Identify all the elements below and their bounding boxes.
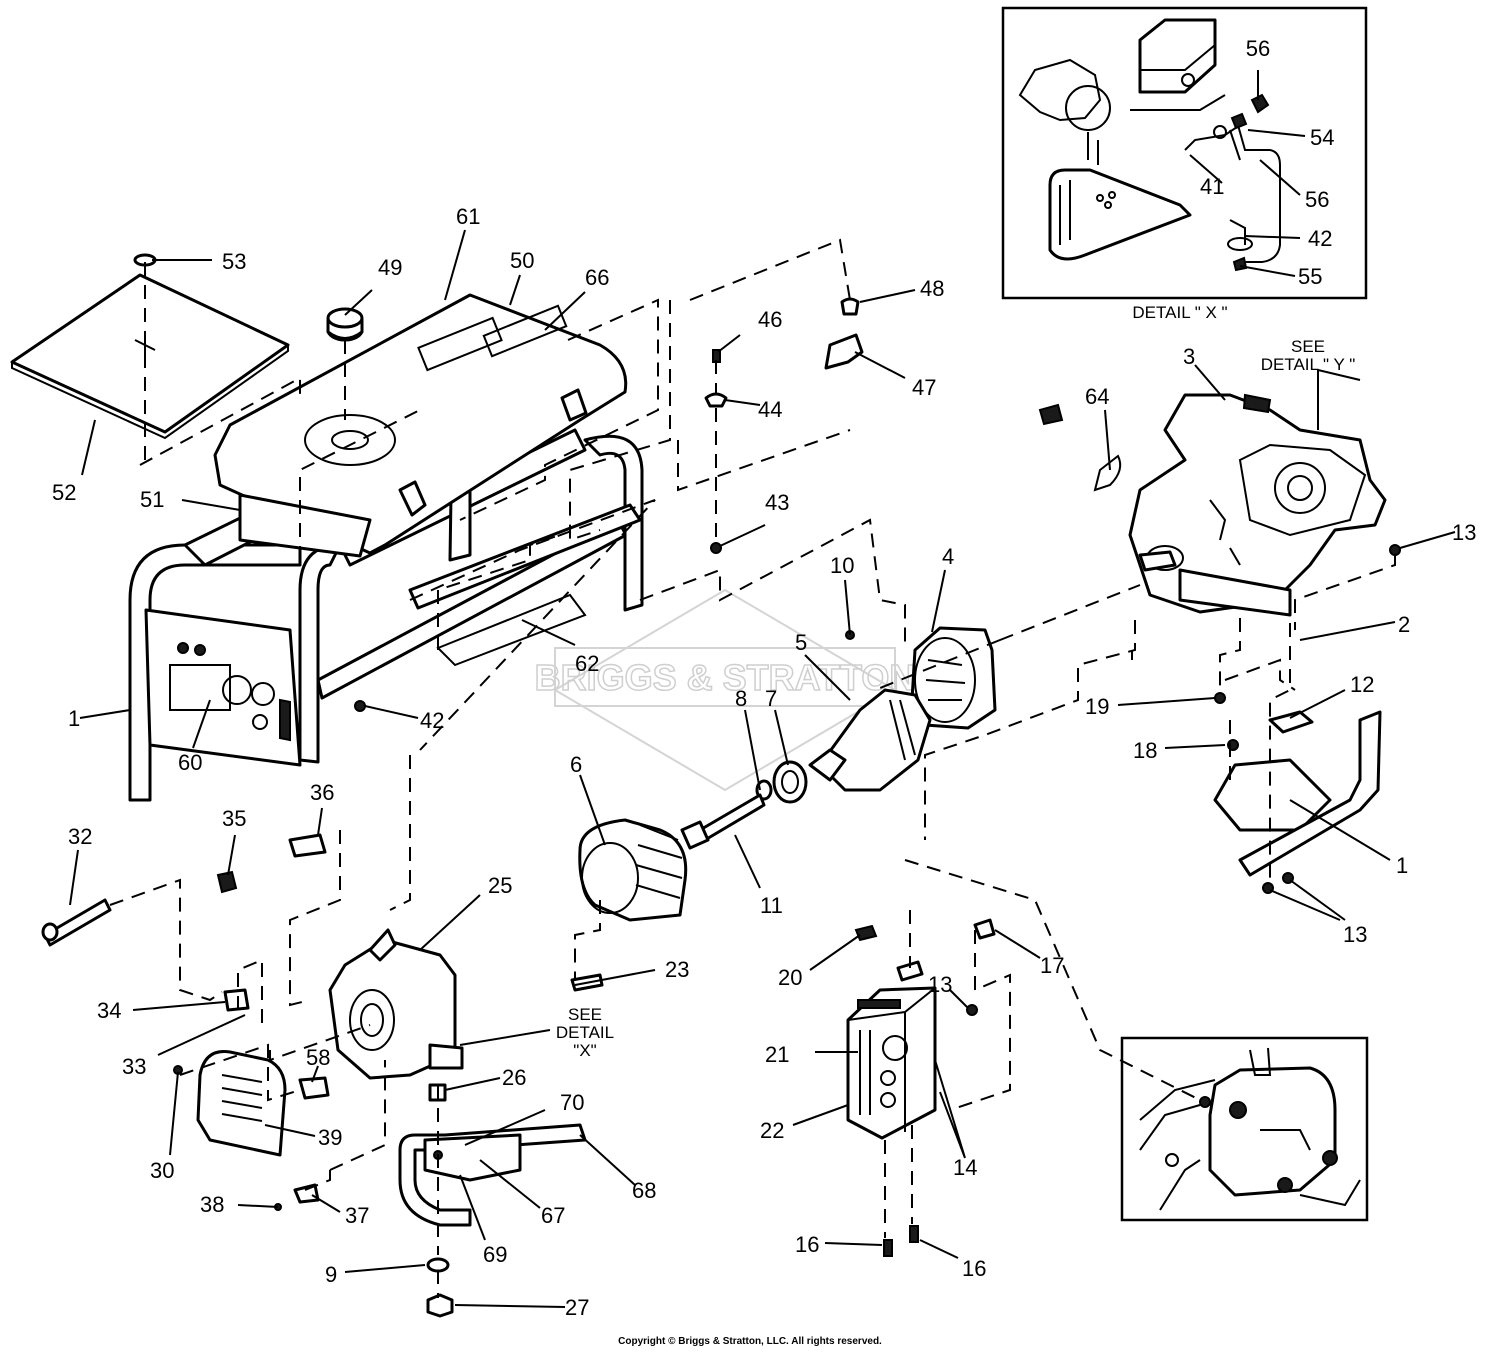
see-detail-x-line2: DETAIL: [556, 1023, 614, 1042]
detail-x-title: DETAIL " X ": [1132, 303, 1227, 322]
callout-33: 33: [122, 1054, 146, 1079]
callout-68: 68: [632, 1178, 656, 1203]
callout-14: 14: [953, 1155, 977, 1180]
detail-x-inset: 56 54 41 56 42 55 DETAIL " X ": [1001, 6, 1368, 322]
callout-27: 27: [565, 1295, 589, 1320]
callout-56-top: 56: [1246, 36, 1270, 61]
callout-42: 42: [420, 708, 444, 733]
callout-32: 32: [68, 824, 92, 849]
callout-6: 6: [570, 752, 582, 777]
callouts: 53 49 61 50 66 52 51 48 46 44 47 43 10 4…: [52, 204, 1476, 1320]
detail-y-inset: [1120, 1036, 1369, 1222]
callout-61: 61: [456, 204, 480, 229]
see-detail-y-line1: SEE: [1291, 337, 1325, 356]
callout-5: 5: [795, 630, 807, 655]
callout-64: 64: [1085, 384, 1109, 409]
decal-64: [1093, 454, 1122, 492]
callout-50: 50: [510, 248, 534, 273]
watermark-text: BRIGGS & STRATTON: [535, 657, 916, 698]
see-detail-x-note: SEE DETAIL "X": [556, 1005, 614, 1060]
copyright-notice: Copyright © Briggs & Stratton, LLC. All …: [618, 1336, 882, 1347]
tray-panel: [10, 253, 290, 440]
callout-20: 20: [778, 965, 802, 990]
callout-1-right: 1: [1396, 853, 1408, 878]
callout-44: 44: [758, 397, 782, 422]
callout-43: 43: [765, 490, 789, 515]
callout-25: 25: [488, 873, 512, 898]
callout-55: 55: [1298, 264, 1322, 289]
callout-53: 53: [222, 249, 246, 274]
callout-60: 60: [178, 750, 202, 775]
mounting-bracket: [398, 1083, 587, 1227]
callout-30: 30: [150, 1158, 174, 1183]
callout-4: 4: [942, 544, 954, 569]
callout-37: 37: [345, 1203, 369, 1228]
callout-70: 70: [560, 1090, 584, 1115]
brand-watermark: BRIGGS & STRATTON: [534, 588, 916, 792]
callout-39: 39: [318, 1125, 342, 1150]
callout-23: 23: [665, 957, 689, 982]
callout-52: 52: [52, 480, 76, 505]
see-detail-x-line3: "X": [573, 1041, 596, 1060]
callout-66: 66: [585, 265, 609, 290]
callout-13-top: 13: [1452, 520, 1476, 545]
callout-34: 34: [97, 998, 121, 1023]
fuel-tank: [213, 293, 628, 558]
callout-12: 12: [1350, 672, 1374, 697]
callout-18: 18: [1133, 738, 1157, 763]
callout-10: 10: [830, 553, 854, 578]
callout-54: 54: [1310, 125, 1334, 150]
see-detail-y-line2: DETAIL " Y ": [1261, 355, 1356, 374]
assembly-dashed-lines: [109, 238, 1396, 1298]
alternator-parts: [578, 626, 997, 922]
leader-lines: [69, 229, 1456, 1308]
callout-41: 41: [1200, 174, 1224, 199]
callout-26: 26: [502, 1065, 526, 1090]
callout-16-right: 16: [962, 1256, 986, 1281]
callout-36: 36: [310, 780, 334, 805]
callout-22: 22: [760, 1118, 784, 1143]
fuel-cap: [326, 307, 364, 342]
rear-bearing-carrier: [328, 928, 464, 1080]
callout-69: 69: [483, 1242, 507, 1267]
callout-3: 3: [1183, 344, 1195, 369]
base-frame-right: [1213, 710, 1382, 877]
see-detail-y-note: SEE DETAIL " Y ": [1261, 337, 1356, 374]
see-detail-x-line1: SEE: [568, 1005, 602, 1024]
callout-58: 58: [306, 1045, 330, 1070]
hardware: [41, 297, 1401, 1318]
callout-7: 7: [765, 686, 777, 711]
callout-38: 38: [200, 1192, 224, 1217]
decal-62: [436, 593, 587, 667]
callout-47: 47: [912, 375, 936, 400]
callout-11: 11: [760, 893, 783, 918]
callout-13-control: 13: [928, 972, 952, 997]
callout-48: 48: [920, 276, 944, 301]
callout-2: 2: [1398, 612, 1410, 637]
callout-49: 49: [378, 255, 402, 280]
callout-51: 51: [140, 487, 164, 512]
callout-42-detail: 42: [1308, 226, 1332, 251]
callout-8: 8: [735, 686, 747, 711]
callout-1-left: 1: [68, 706, 80, 731]
control-box: [846, 986, 937, 1140]
callout-9: 9: [325, 1262, 337, 1287]
callout-35: 35: [222, 806, 246, 831]
callout-21: 21: [765, 1042, 789, 1067]
callout-56-mid: 56: [1305, 187, 1329, 212]
callout-13-bottom: 13: [1343, 922, 1367, 947]
rear-cover: [196, 1049, 287, 1157]
callout-62: 62: [575, 651, 599, 676]
engine: [1038, 393, 1387, 617]
callout-67: 67: [541, 1203, 565, 1228]
callout-16-left: 16: [795, 1232, 819, 1257]
callout-17: 17: [1040, 953, 1064, 978]
callout-46: 46: [758, 307, 782, 332]
callout-19: 19: [1085, 694, 1109, 719]
